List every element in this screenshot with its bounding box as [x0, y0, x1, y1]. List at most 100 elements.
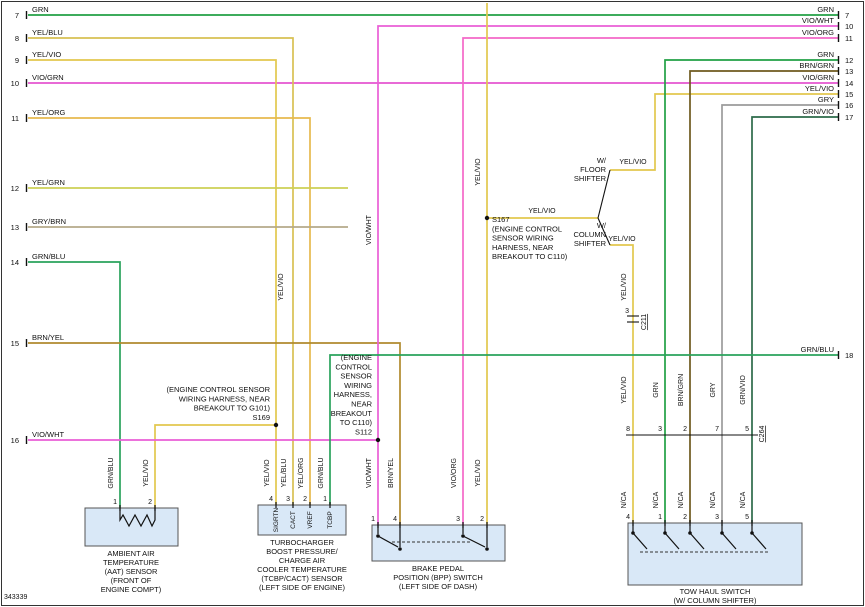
wire-label-grn-blu: GRN/BLU: [318, 457, 325, 488]
wire-label-yel-vio: YEL/VIO: [619, 159, 647, 166]
right-pin-15-number: 15: [845, 90, 853, 99]
bpp-switch-symbol-line: [377, 535, 399, 548]
left-pin-16-number: 16: [11, 436, 19, 445]
wire-yelvio-column-towhaul4: [610, 244, 634, 523]
bpp-switch-symbol-line: [462, 535, 486, 548]
aat-sensor-caption: (AAT) SENSOR: [105, 567, 158, 576]
note-s167: SENSOR WIRING: [492, 234, 554, 243]
aat-sensor-symbol: [119, 508, 156, 528]
tow-haul-switch-contact-dot: [631, 531, 635, 535]
splice-s112: [375, 437, 381, 443]
note-s112: NEAR: [351, 400, 372, 409]
note-s112: WIRING: [344, 381, 372, 390]
left-pin-10-number: 10: [11, 79, 19, 88]
connector-cavity-number: 5: [745, 426, 749, 433]
right-pin-12-label: GRN: [817, 50, 834, 59]
wire-gry-ecm16r-towhaul3: [721, 104, 838, 523]
note-s167: S167: [492, 215, 510, 224]
right-pin-10-label: VIO/WHT: [802, 16, 834, 25]
wire-label-yel-blu: YEL/BLU: [281, 459, 288, 488]
left-pin-9-label: YEL/VIO: [32, 50, 61, 59]
right-pin-17-number: 17: [845, 113, 853, 122]
wire-label-yel-vio: YEL/VIO: [475, 459, 482, 487]
wire-brngrn-ecm13r-towhaul2: [689, 70, 838, 523]
tow-haul-switch-symbol-line: [721, 532, 737, 550]
note-column-shifter: SHIFTER: [574, 239, 607, 248]
shifter-bracket-upper: [597, 169, 611, 219]
connector-cavity-number: 7: [715, 426, 719, 433]
left-pin-11-number: 11: [11, 114, 19, 123]
left-pin-8-number: 8: [15, 34, 19, 43]
note-s112: (ENGINE: [341, 353, 372, 362]
tow-haul-switch-pin-number: 3: [715, 514, 719, 521]
tow-haul-switch-contact-dot: [688, 531, 692, 535]
right-pin-11-number: 11: [845, 34, 853, 43]
right-pin-18-label: GRN/BLU: [801, 345, 834, 354]
diagram-number: 343339: [4, 594, 28, 601]
tow-haul-switch-contact-dot: [750, 531, 754, 535]
wire-brnyel-ecm15-bpp4: [28, 342, 401, 525]
wire-label-yel-vio: YEL/VIO: [264, 459, 271, 487]
left-pin-11-label: YEL/ORG: [32, 108, 66, 117]
note-floor-shifter: W/: [597, 156, 607, 165]
wire-label-n-ca: N/CA: [710, 491, 717, 508]
tcbp-cact-sensor-caption: COOLER TEMPERATURE: [257, 565, 347, 574]
note-s167: BREAKOUT TO C110): [492, 252, 568, 261]
note-s112: S112: [355, 427, 372, 436]
bpp-switch-contact-dot: [485, 547, 489, 551]
tcbp-cact-sensor-pin-name: VREF: [307, 511, 314, 528]
tow-haul-switch-symbol-line: [689, 532, 705, 550]
left-pin-8-label: YEL/BLU: [32, 28, 63, 37]
right-pin-10-number: 10: [845, 22, 853, 31]
left-pin-15-number: 15: [11, 339, 19, 348]
tcbp-cact-sensor-box: [257, 504, 347, 536]
left-pin-14-label: GRN/BLU: [32, 252, 65, 261]
note-s169: S169: [252, 413, 270, 422]
tow-haul-switch-caption: TOW HAUL SWITCH: [680, 587, 751, 596]
note-s112: CONTROL: [335, 362, 372, 371]
right-pin-11-label: VIO/ORG: [802, 28, 834, 37]
aat-sensor-caption: ENGINE COMPT): [101, 585, 162, 594]
wire-viowht-ecm10r-bpp1: [377, 25, 838, 525]
wire-label-n-ca: N/CA: [653, 491, 660, 508]
wire-label-yel-vio: YEL/VIO: [621, 273, 628, 301]
left-pin-12-label: YEL/GRN: [32, 178, 65, 187]
tow-haul-switch-contact-dot: [720, 531, 724, 535]
right-pin-7-number: 7: [845, 11, 849, 20]
wire-label-vio-wht: VIO/WHT: [366, 457, 373, 488]
wire-label-yel-vio: YEL/VIO: [528, 208, 556, 215]
tcbp-cact-sensor-pin-number: 4: [269, 496, 273, 503]
connector-cavity-number: 3: [625, 308, 629, 315]
wire-label-vio-org: VIO/ORG: [451, 458, 458, 488]
wire-yelvio-floor-ecm15r: [610, 93, 838, 171]
right-pin-13-label: BRN/GRN: [799, 61, 834, 70]
tow-haul-switch-pin-number: 5: [745, 514, 749, 521]
wire-label-brn-yel: BRN/YEL: [388, 458, 395, 488]
left-pin-13-label: GRY/BRN: [32, 217, 66, 226]
wire-label-vio-wht: VIO/WHT: [366, 214, 373, 245]
right-pin-18-number: 18: [845, 351, 853, 360]
tcbp-cact-sensor-pin-number: 2: [303, 496, 307, 503]
connector-cavity-number: 8: [626, 426, 630, 433]
tcbp-cact-sensor-caption: (TCBP/CACT) SENSOR: [261, 574, 343, 583]
right-pin-17-label: GRN/VIO: [802, 107, 834, 116]
wire-label-grn-vio: GRN/VIO: [740, 375, 747, 405]
tcbp-cact-sensor-caption: TURBOCHARGER: [270, 538, 334, 547]
wire-label-yel-vio: YEL/VIO: [278, 273, 285, 301]
tow-haul-switch-contact-dot: [663, 531, 667, 535]
note-column-shifter: COLUMN: [573, 230, 606, 239]
note-s112: TO C110): [340, 418, 373, 427]
bpp-switch-caption: (LEFT SIDE OF DASH): [399, 582, 478, 591]
wire-yelorg-ecm11-vref: [28, 117, 311, 505]
aat-sensor-caption: TEMPERATURE: [103, 558, 159, 567]
bpp-switch-contact-dot: [461, 534, 465, 538]
left-pin-14-number: 14: [11, 258, 19, 267]
wire-label-n-ca: N/CA: [621, 491, 628, 508]
left-pin-16-label: VIO/WHT: [32, 430, 64, 439]
left-pin-7-label: GRN: [32, 5, 49, 14]
left-pin-12-number: 12: [11, 184, 19, 193]
wire-grnblu-ecm18r-tcbp: [329, 354, 838, 505]
tow-haul-switch-symbol-line: [632, 532, 648, 550]
bpp-switch-pin-number: 1: [371, 516, 375, 523]
